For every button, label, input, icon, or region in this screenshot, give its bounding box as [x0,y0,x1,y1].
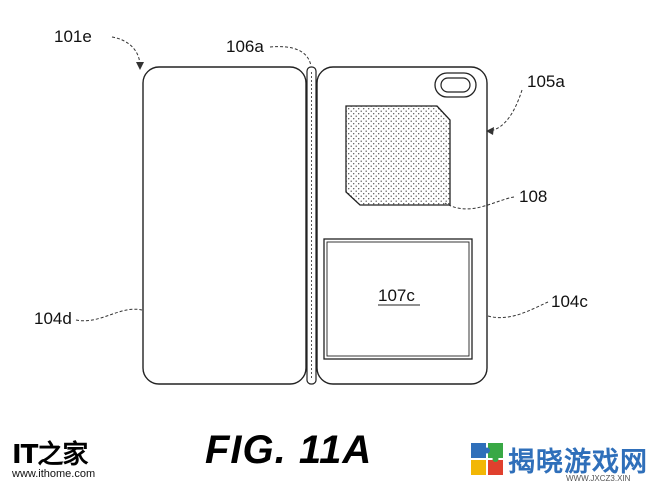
left-panel [142,66,307,385]
ithome-url: www.ithome.com [12,468,96,480]
ithome-watermark: IT之家 www.ithome.com [12,434,107,482]
leader-104c [487,301,549,319]
label-104c: 104c [551,292,588,311]
leader-104d [75,308,143,322]
camera-icon [434,72,477,98]
leader-105a [489,89,523,132]
hinge [306,66,317,385]
label-101e: 101e [54,27,92,46]
label-107c: 107c [378,286,415,305]
site-watermark: 揭晓游戏网 WWW.JXCZ3.XIN [470,438,655,486]
camera-block [345,105,451,206]
leader-101e [111,36,141,67]
site-url: WWW.JXCZ3.XIN [566,474,631,483]
label-106a: 106a [226,37,264,56]
right-panel [316,66,488,385]
arrow-101e [136,62,144,70]
leader-106a [269,46,312,67]
label-105a: 105a [527,72,565,91]
display-window [323,238,473,360]
site-name: 揭晓游戏网 [508,447,648,478]
label-104d: 104d [34,309,72,328]
leader-108 [444,196,515,210]
puzzle-logo-icon [471,443,503,475]
figure-caption: FIG. 11A [205,428,373,472]
ithome-logo: IT之家 [12,440,88,470]
arrow-105a [486,127,494,135]
label-108: 108 [519,187,548,206]
